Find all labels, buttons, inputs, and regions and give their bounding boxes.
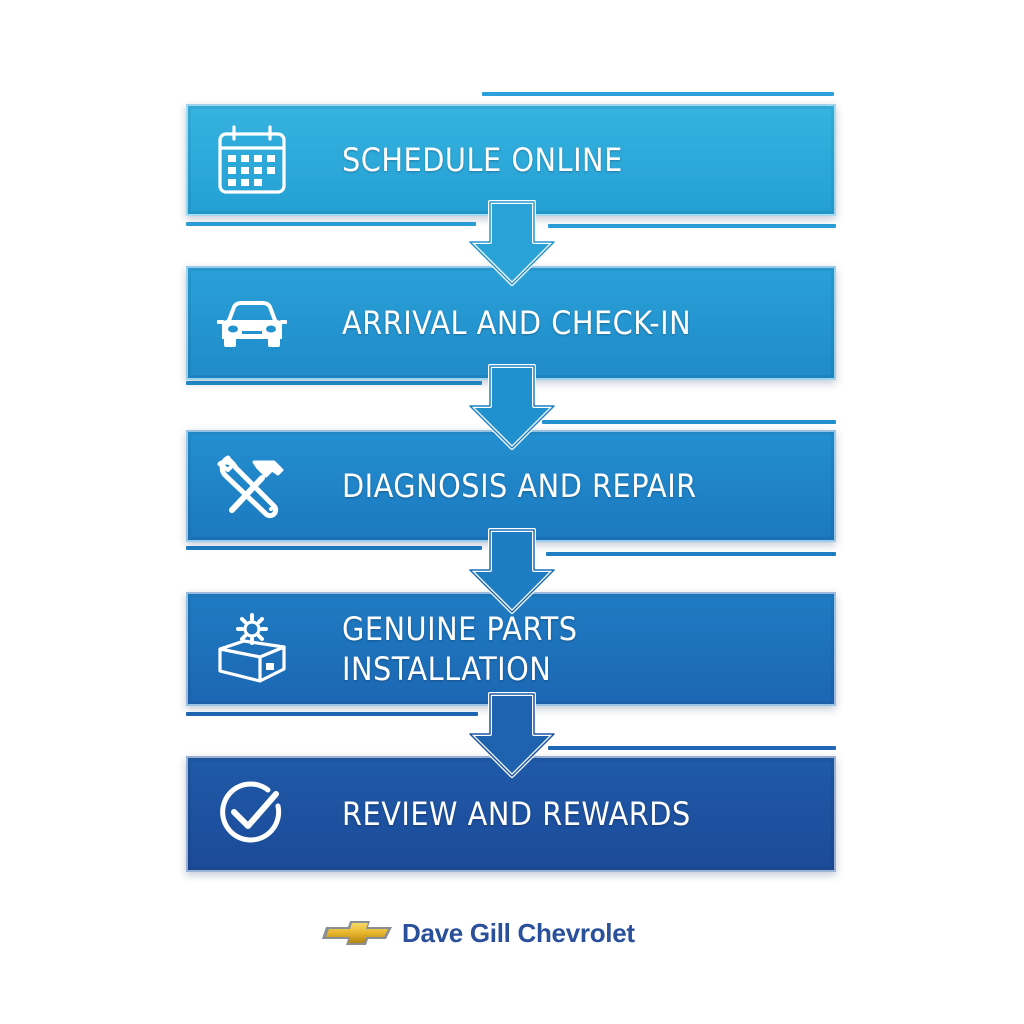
checkmark-circle-icon — [214, 776, 290, 852]
car-icon — [214, 285, 290, 361]
accent-line — [542, 420, 836, 424]
accent-line — [548, 224, 836, 228]
step-label: DIAGNOSIS AND REPAIR — [342, 467, 697, 505]
accent-line — [548, 746, 836, 750]
down-arrow-icon — [462, 526, 562, 616]
wrench-hammer-icon — [214, 448, 290, 524]
step-label: REVIEW AND REWARDS — [342, 795, 691, 833]
step-label: SCHEDULE ONLINE — [342, 141, 623, 179]
accent-line — [482, 92, 834, 96]
calendar-icon — [214, 122, 290, 198]
dealer-brand: Dave Gill Chevrolet — [322, 910, 635, 956]
down-arrow-icon — [462, 198, 562, 288]
brand-name: Dave Gill Chevrolet — [402, 917, 635, 948]
accent-line — [546, 552, 836, 556]
step-label: GENUINE PARTS INSTALLATION — [342, 610, 578, 688]
accent-line — [186, 222, 476, 226]
accent-line — [186, 381, 482, 385]
gear-box-icon — [214, 611, 290, 687]
chevrolet-bowtie-icon — [322, 921, 392, 945]
down-arrow-icon — [462, 690, 562, 780]
down-arrow-icon — [462, 362, 562, 452]
accent-line — [186, 546, 482, 550]
step-schedule-online: SCHEDULE ONLINE — [186, 104, 836, 216]
step-genuine-parts-installation: GENUINE PARTS INSTALLATION — [186, 592, 836, 706]
step-label: ARRIVAL AND CHECK-IN — [342, 304, 692, 342]
accent-line — [186, 712, 478, 716]
